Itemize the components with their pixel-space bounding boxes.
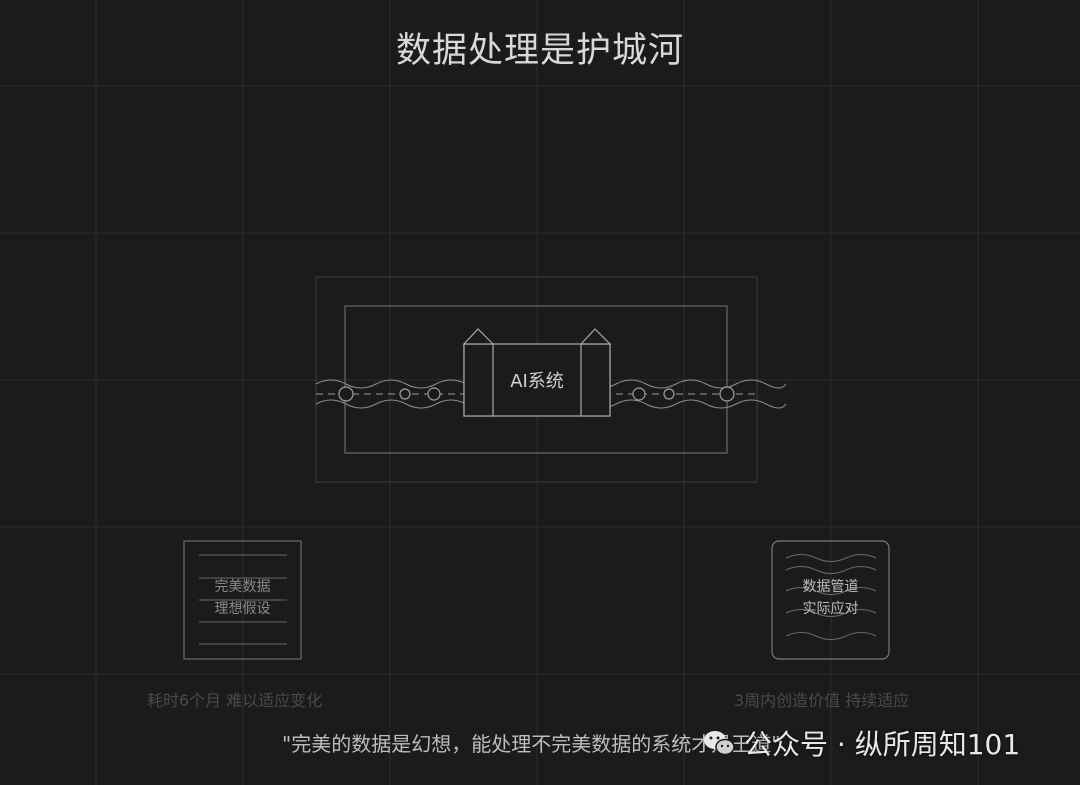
watermark: 公众号 · 纵所周知101 xyxy=(702,723,1020,763)
castle-tower-left xyxy=(463,343,494,417)
left-caption: 耗时6个月 难以适应变化 xyxy=(147,691,323,710)
flow-node xyxy=(663,388,675,400)
castle-tower-right xyxy=(580,343,611,417)
flow-node xyxy=(632,387,646,401)
outer-frame xyxy=(315,276,758,483)
right-card-line2: 实际应对 xyxy=(802,601,859,617)
right-caption: 3周内创造价值 持续适应 xyxy=(734,691,910,710)
quote-text: "完美的数据是幻想，能处理不完美数据的系统才是王道" xyxy=(282,732,781,756)
flow-node xyxy=(338,386,354,402)
right-card-line1: 数据管道 xyxy=(802,579,859,595)
flow-node xyxy=(427,387,441,401)
wechat-icon xyxy=(704,731,735,756)
moat-wall xyxy=(344,305,728,454)
left-card-text: 完美数据 理想假设 xyxy=(184,576,301,620)
page-title: 数据处理是护城河 xyxy=(395,31,684,71)
flow-node xyxy=(399,388,411,400)
left-card-line1: 完美数据 xyxy=(214,579,271,595)
left-card-line2: 理想假设 xyxy=(214,601,271,617)
castle-roof-right xyxy=(579,328,612,345)
left-card xyxy=(183,540,302,660)
ai-system-label: AI系统 xyxy=(510,371,564,392)
right-card-text: 数据管道 实际应对 xyxy=(772,576,889,620)
castle-roof-left xyxy=(462,328,495,345)
right-card xyxy=(771,540,890,660)
watermark-text: 公众号 · 纵所周知101 xyxy=(744,728,1021,761)
flow-node xyxy=(719,386,735,402)
